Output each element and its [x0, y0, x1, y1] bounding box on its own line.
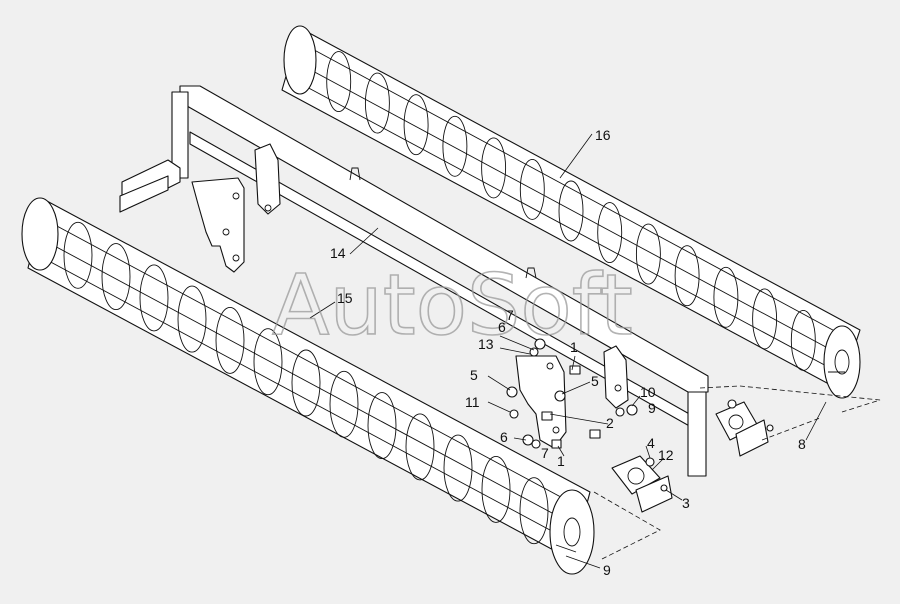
callout-2: 2	[606, 415, 614, 431]
roller-ring	[101, 243, 131, 311]
callout-3: 3	[682, 495, 690, 511]
roller-ring	[713, 266, 739, 328]
roller-ring	[597, 202, 623, 264]
roller-ring	[177, 285, 207, 353]
roller-ring	[558, 180, 584, 242]
roller-ring	[443, 434, 473, 502]
callout-14: 14	[330, 245, 346, 261]
roller-ring	[326, 51, 352, 113]
roller-ring	[139, 264, 169, 332]
assembly-lines	[593, 385, 881, 561]
callout-7-lower: 7	[541, 445, 549, 461]
callout-8: 8	[798, 436, 806, 452]
callout-labels: 16 14 15 7 6 13 1 5 5 10 9 11 2 6 7 1 4 …	[330, 127, 806, 578]
callout-10: 10	[640, 384, 656, 400]
roller-ring	[405, 413, 435, 481]
roller-ring	[790, 309, 816, 371]
callout-4: 4	[647, 435, 655, 451]
bearing-housing-right	[715, 401, 769, 457]
roller-ring	[635, 223, 661, 285]
roller-ring	[291, 349, 321, 417]
callout-5-right: 5	[591, 373, 599, 389]
callout-15: 15	[337, 290, 353, 306]
roller-ring	[403, 94, 429, 156]
roller-ring	[215, 306, 245, 374]
callout-13: 13	[478, 336, 494, 352]
roller-ring	[367, 392, 397, 460]
roller-ring	[519, 158, 545, 220]
callout-1-upper: 1	[570, 339, 578, 355]
right-mount-bracket	[515, 345, 629, 449]
roller-ring	[329, 370, 359, 438]
callout-1-lower: 1	[557, 453, 565, 469]
leader-lines	[309, 133, 827, 569]
callout-16: 16	[595, 127, 611, 143]
roller-ring	[481, 455, 511, 523]
callout-6-upper: 6	[498, 319, 506, 335]
watermark-text: AutoSoft	[272, 256, 633, 354]
roller-ring	[63, 221, 93, 289]
callout-9-lower: 9	[603, 562, 611, 578]
front-roller	[21, 197, 595, 575]
frame	[119, 85, 709, 477]
roller-ring	[364, 72, 390, 134]
callout-11: 11	[465, 394, 480, 410]
roller-ring	[442, 115, 468, 177]
bearing-housing-left	[611, 455, 673, 513]
callout-7-upper: 7	[506, 307, 514, 323]
left-mount-bracket	[191, 177, 245, 273]
callout-6-lower: 6	[500, 429, 508, 445]
callout-5-left: 5	[470, 367, 478, 383]
roller-ring	[519, 477, 549, 545]
roller-ring	[253, 328, 283, 396]
callout-12: 12	[658, 447, 674, 463]
rear-roller	[281, 25, 861, 399]
roller-ring	[752, 288, 778, 350]
roller-ring	[481, 137, 507, 199]
roller-ring	[674, 245, 700, 307]
callout-9-upper: 9	[648, 400, 656, 416]
